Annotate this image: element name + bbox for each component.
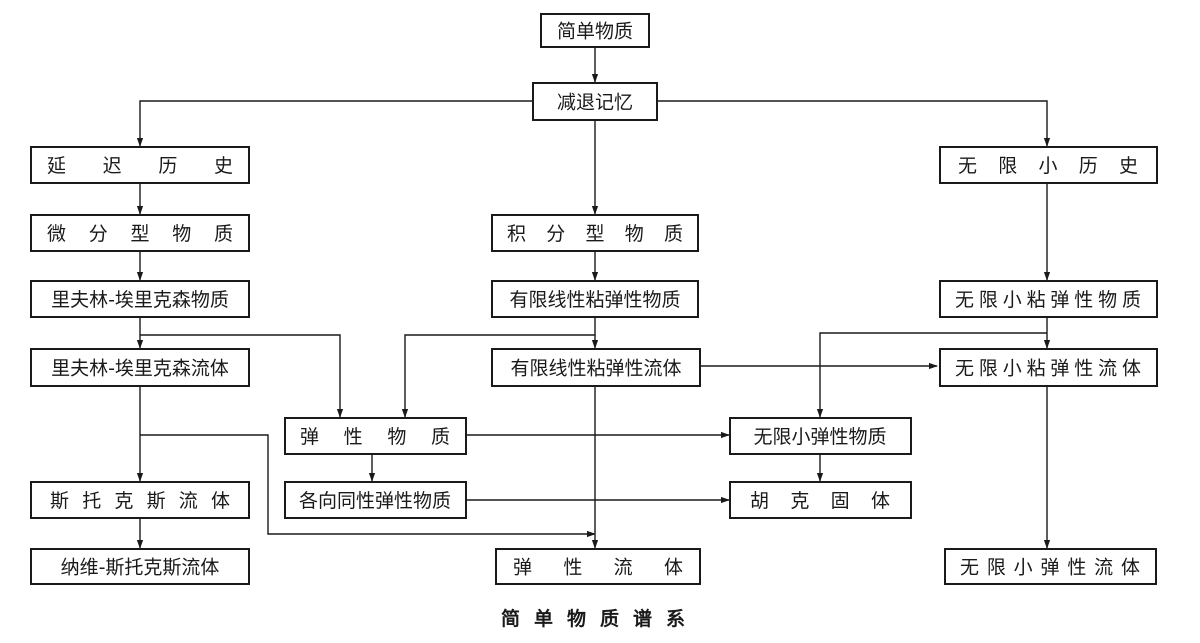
node-finite-linear-viscoelastic-fluid: 有限线性粘弹性流体 (491, 348, 701, 387)
node-label: 有限线性粘弹性流体 (510, 358, 681, 380)
edge-flv-material-to-elastic (401, 317, 596, 418)
node-label: 简单物质 (557, 21, 633, 43)
node-elastic-fluid: 弹性流体 (495, 548, 701, 585)
node-isotropic-elastic-material: 各向同性弹性物质 (284, 481, 467, 519)
node-integral-material: 积分型物质 (491, 214, 699, 252)
node-label: 里夫林-埃里克森流体 (51, 358, 229, 380)
node-label: 减退记忆 (557, 92, 633, 114)
node-infinitesimal-elastic-material: 无限小弹性物质 (729, 417, 912, 455)
node-label: 无限小弹性物质 (753, 426, 886, 448)
node-label: 里夫林-埃里克森物质 (51, 289, 229, 311)
node-label: 无限小历史 (958, 155, 1138, 177)
node-rivlin-ericksen-fluid: 里夫林-埃里克森流体 (30, 348, 250, 387)
edge-re-material-to-elastic (140, 334, 344, 418)
node-hookean-solid: 胡克固体 (729, 481, 912, 519)
node-finite-linear-viscoelastic-material: 有限线性粘弹性物质 (491, 280, 699, 318)
node-fading-memory: 减退记忆 (532, 82, 658, 121)
node-delayed-history: 延迟历史 (30, 146, 250, 184)
node-label: 微分型物质 (47, 223, 233, 245)
node-infinitesimal-elastic-fluid: 无限小弹性流体 (944, 548, 1157, 585)
node-infinitesimal-viscoelastic-material: 无限小粘弹性物质 (939, 280, 1158, 318)
edge-fading-to-delayed (136, 100, 533, 147)
edges (136, 47, 1051, 549)
diagram-caption: 简单物质谱系 (501, 607, 699, 630)
edge-fading-to-inf-history (657, 100, 1051, 147)
node-label: 各向同性弹性物质 (299, 490, 451, 512)
node-label: 积分型物质 (507, 223, 683, 245)
node-label: 无限小弹性流体 (960, 557, 1140, 579)
edge-re-fluid-to-elastic-fluid (140, 434, 596, 538)
node-infinitesimal-history: 无限小历史 (939, 146, 1158, 184)
node-elastic-material: 弹性物质 (284, 417, 467, 455)
node-label: 有限线性粘弹性物质 (509, 289, 680, 311)
node-infinitesimal-viscoelastic-fluid: 无限小粘弹性流体 (939, 348, 1158, 387)
node-simple-material: 简单物质 (540, 13, 650, 48)
node-stokes-fluid: 斯托克斯流体 (30, 481, 250, 519)
edge-iv-material-to-inf-elastic (816, 332, 1047, 418)
node-navier-stokes-fluid: 纳维-斯托克斯流体 (30, 548, 250, 585)
node-differential-material: 微分型物质 (30, 214, 250, 252)
node-rivlin-ericksen-material: 里夫林-埃里克森物质 (30, 280, 250, 318)
nodes: 简单物质 减退记忆 延迟历史 微分型物质 里夫林-埃里克森物质 里夫林-埃里克森… (30, 13, 1158, 585)
node-label: 纳维-斯托克斯流体 (61, 557, 220, 579)
